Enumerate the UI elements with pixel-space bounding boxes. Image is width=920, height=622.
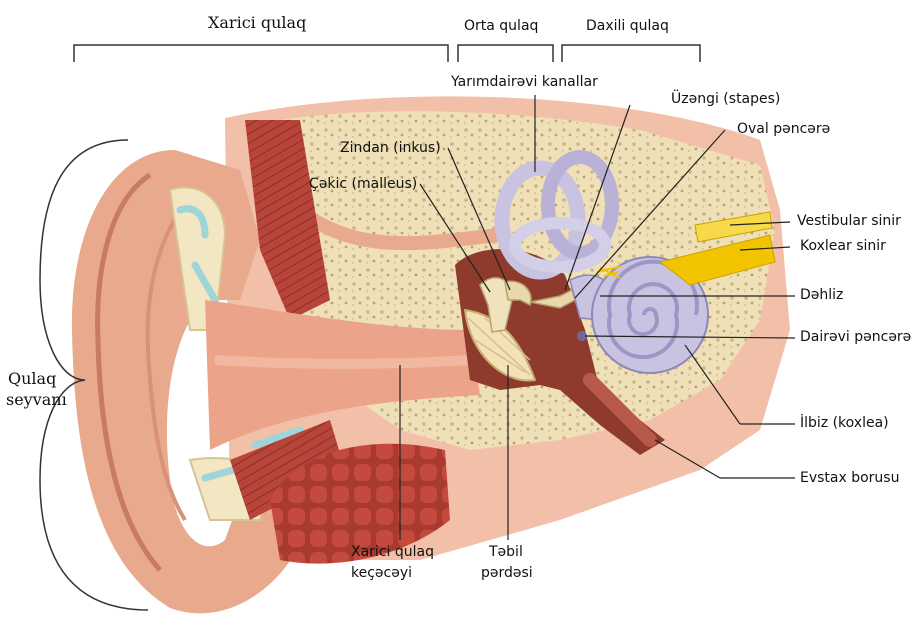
labyrinth [494, 150, 619, 321]
label-cochlear-nerve: Koxlear sinir [800, 238, 886, 254]
label-eustachian-tube: Evstax borusu [800, 470, 900, 486]
ossicles [479, 277, 576, 333]
section-inner-ear: Daxili qulaq [586, 18, 669, 34]
label-semicircular-canals: Yarımdairəvi kanallar [451, 74, 598, 90]
ear-canal [205, 300, 480, 450]
label-round-window: Dairəvi pəncərə [800, 329, 912, 345]
label-vestibule: Dəhliz [800, 287, 844, 303]
label-oval-window: Oval pəncərə [737, 121, 831, 137]
label-ear-canal-line2: keçəcəyi [351, 565, 413, 581]
label-ear-canal-line1: Xarici qulaq [351, 544, 434, 560]
cochlea [591, 256, 709, 374]
label-pinna-line1: Qulaq [8, 369, 57, 388]
label-eardrum-line1: Təbil [489, 544, 523, 560]
label-eardrum-line2: pərdəsi [481, 565, 533, 581]
label-cochlea: İlbiz (koxlea) [800, 415, 889, 431]
gland-tissue [270, 443, 450, 564]
label-pinna-line2: seyvanı [6, 390, 67, 409]
round-window-marker [577, 331, 587, 341]
section-outer-ear: Xarici qulaq [208, 13, 307, 32]
muscle-tissue [230, 120, 345, 520]
nerves [597, 211, 776, 286]
section-brackets [39, 44, 701, 611]
label-stapes: Üzəngi (stapes) [671, 91, 781, 107]
label-malleus: Çəkic (malleus) [309, 176, 418, 192]
section-middle-ear: Orta qulaq [464, 18, 539, 34]
leader-lines [399, 95, 796, 540]
label-vestibular-nerve: Vestibular sinir [797, 213, 901, 229]
label-incus: Zindan (inkus) [340, 140, 441, 156]
